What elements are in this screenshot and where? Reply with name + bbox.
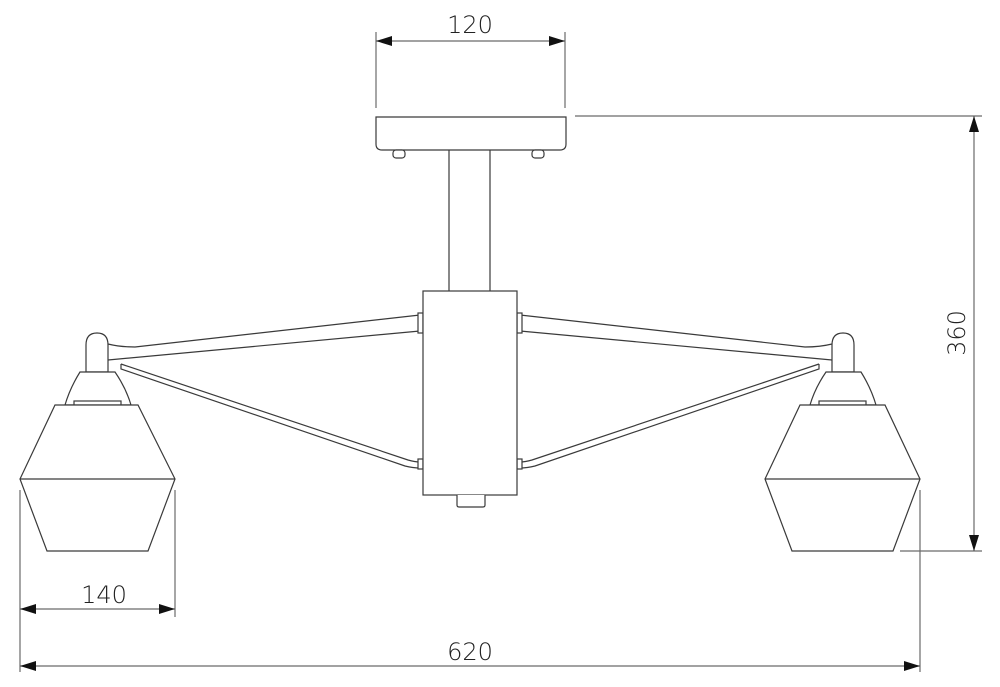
ceiling-canopy <box>375 116 567 159</box>
left-arm <box>107 312 424 470</box>
left-shade <box>19 332 176 552</box>
dimension-label-canopy-width: 120 <box>447 11 493 39</box>
dimension-label-overall-width: 620 <box>447 638 493 666</box>
dimension-label-shade-width: 140 <box>81 581 127 609</box>
dimension-overall-width <box>20 490 921 672</box>
dimension-label-overall-height: 360 <box>943 310 971 356</box>
dimension-shade-width <box>19 490 176 672</box>
central-body <box>422 290 518 508</box>
right-shade <box>764 332 921 552</box>
stem <box>448 150 491 291</box>
dimension-overall-height <box>575 115 982 552</box>
dimension-canopy-width <box>375 32 566 108</box>
